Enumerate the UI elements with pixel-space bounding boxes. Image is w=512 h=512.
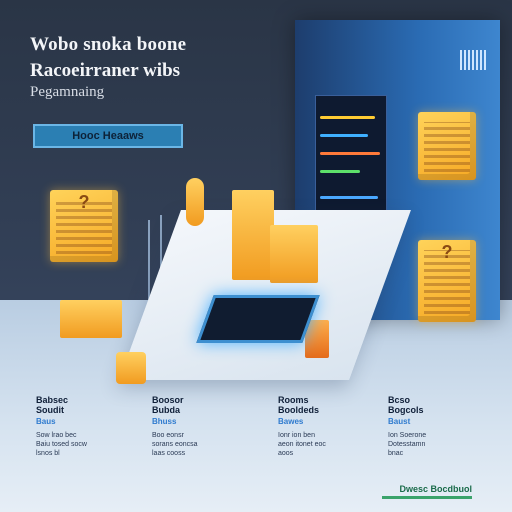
cta-button[interactable]: Hooc Heaaws [33, 124, 183, 148]
cube-left: ? [50, 190, 118, 262]
yellow-side-block [270, 225, 318, 283]
page-tagline: Pegamnaing [30, 84, 105, 100]
footer-text: Dwesc Bocdbuol [399, 484, 472, 494]
feature-column-4: Bcso Bogcols Baust Ion Soerone Dotesstam… [388, 395, 427, 457]
cube-right-bottom: ? [418, 240, 476, 322]
orange-box [305, 320, 329, 358]
barcode-icon [460, 50, 486, 70]
feature-column-3: Rooms Booldeds Bawes Ionr ion ben aeon i… [278, 395, 326, 457]
footer-bar [382, 496, 472, 499]
feature-column-1: Babsec Soudit Baus Sow lrao bec Baiu tos… [36, 395, 87, 457]
yellow-small-box [116, 352, 146, 384]
page-subtitle: Racoeirraner wibs [30, 60, 181, 81]
yellow-box-left [60, 300, 122, 338]
yellow-cylinder [186, 178, 204, 226]
glowing-device [196, 295, 320, 343]
yellow-tower-block [232, 190, 274, 280]
cube-right-top [418, 112, 476, 180]
feature-column-2: Boosor Bubda Bhuss Boo eonsr sorans eonc… [152, 395, 198, 457]
page-title: Wobo snoka boone [30, 34, 187, 55]
